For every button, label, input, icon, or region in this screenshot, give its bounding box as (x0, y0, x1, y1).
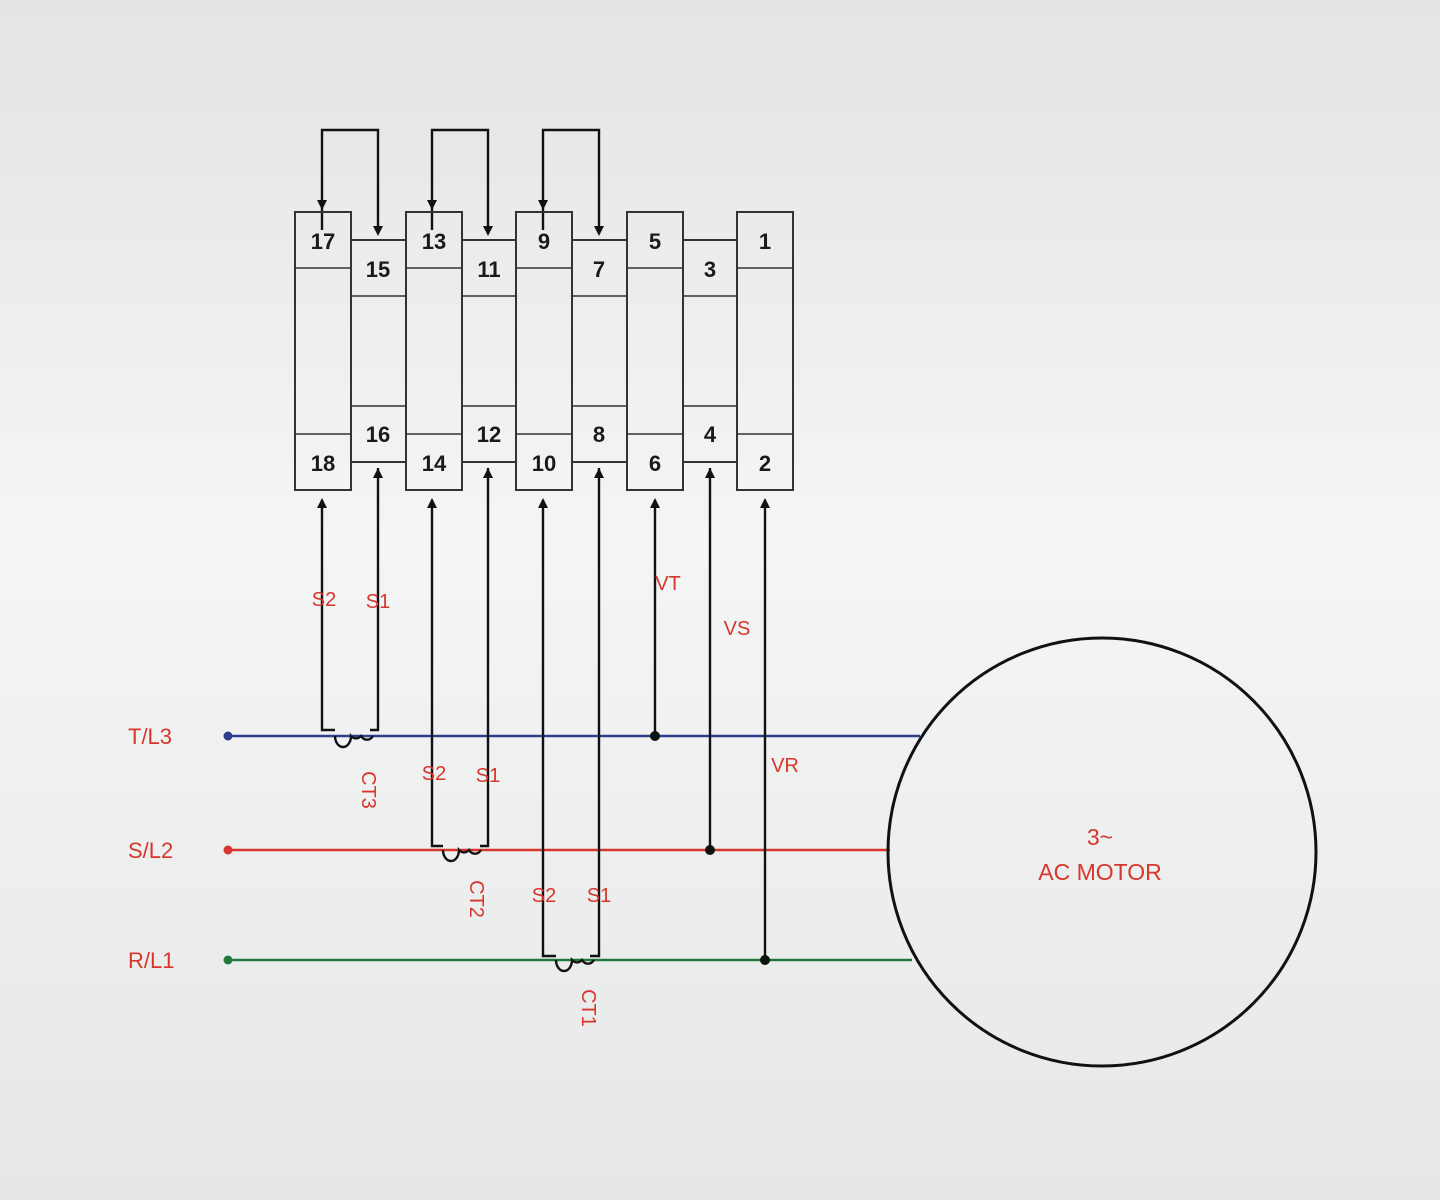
line-s-l2 (223, 845, 890, 855)
jumper-9-7 (538, 128, 604, 236)
line-t-l3 (223, 731, 920, 741)
ct3-name-label: CT3 (357, 771, 379, 809)
terminal-6: 6 (649, 451, 661, 476)
terminal-4: 4 (704, 422, 717, 447)
vs-tap-wire (705, 468, 715, 855)
vr-tap-wire (760, 498, 770, 965)
ct1-s1-label: S1 (587, 885, 611, 907)
ct3-s1-label: S1 (366, 591, 390, 613)
terminal-7: 7 (593, 257, 605, 282)
vt-label: VT (655, 573, 681, 595)
ac-motor: 3~ AC MOTOR (886, 636, 1318, 1068)
terminal-12: 12 (477, 422, 501, 447)
vs-label: VS (724, 618, 751, 640)
ct2-s1-label: S1 (476, 765, 500, 787)
terminal-1: 1 (759, 229, 771, 254)
terminal-11: 11 (477, 257, 500, 282)
terminal-14: 14 (422, 451, 447, 476)
terminal-block (294, 211, 794, 491)
t-l3-label: T/L3 (128, 724, 172, 749)
ct1-wiring (538, 468, 604, 973)
terminal-5: 5 (649, 229, 661, 254)
ct2-s2-label: S2 (422, 763, 446, 785)
terminal-10: 10 (532, 451, 556, 476)
jumper-17-15 (317, 128, 383, 236)
r-l1-label: R/L1 (128, 948, 174, 973)
terminal-2: 2 (759, 451, 771, 476)
vt-tap-wire (650, 498, 660, 741)
terminal-8: 8 (593, 422, 605, 447)
terminal-13: 13 (422, 229, 446, 254)
terminal-9: 9 (538, 229, 550, 254)
terminal-17: 17 (311, 229, 335, 254)
ct3-wiring (317, 468, 383, 749)
terminal-15: 15 (366, 257, 390, 282)
terminal-18: 18 (311, 451, 335, 476)
ct1-name-label: CT1 (577, 989, 599, 1027)
motor-phase-label: 3~ (1087, 824, 1113, 850)
ct2-name-label: CT2 (465, 880, 487, 918)
ct3-s2-label: S2 (312, 589, 336, 611)
terminal-3: 3 (704, 257, 716, 282)
vr-label: VR (771, 755, 799, 777)
ct1-s2-label: S2 (532, 885, 556, 907)
motor-name-label: AC MOTOR (1038, 859, 1162, 885)
jumper-13-11 (427, 128, 493, 236)
s-l2-label: S/L2 (128, 838, 173, 863)
line-r-l1 (223, 955, 912, 965)
terminal-16: 16 (366, 422, 390, 447)
ct2-wiring (427, 468, 493, 863)
